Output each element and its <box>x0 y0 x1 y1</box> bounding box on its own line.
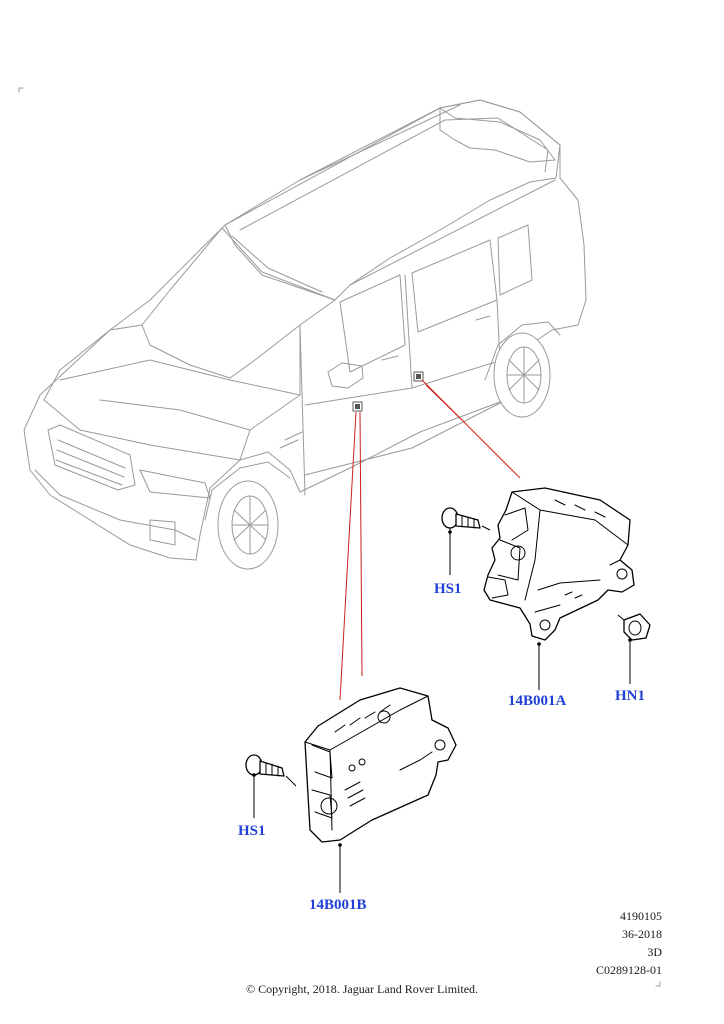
reference-view: 3D <box>647 945 662 959</box>
callout-leaders <box>252 528 632 893</box>
module-14b001b-drawing <box>304 687 457 843</box>
module-14b001a-drawing <box>483 487 635 641</box>
callout-hn1[interactable]: HN1 <box>615 688 645 704</box>
pointer-module-b-right <box>359 411 363 677</box>
reference-number: 4190105 <box>620 909 662 923</box>
reference-code: C0289128-01 <box>596 963 662 977</box>
pointer-module-b-left <box>339 411 357 701</box>
callout-14b001b[interactable]: 14B001B <box>309 897 367 913</box>
crop-mark-bottom-right <box>655 981 661 987</box>
drawing-reference: 4190105 36-2018 3D C0289128-01 <box>596 907 662 979</box>
screw-hs1-bottom-drawing <box>245 754 297 787</box>
crop-mark-top-left <box>18 87 24 93</box>
pointer-lines <box>339 379 521 701</box>
callout-hs1-bottom[interactable]: HS1 <box>238 823 266 839</box>
copyright-notice: © Copyright, 2018. Jaguar Land Rover Lim… <box>245 982 479 996</box>
nut-hn1-drawing <box>617 613 651 641</box>
screw-hs1-top-drawing <box>441 507 491 531</box>
callout-14b001a[interactable]: 14B001A <box>508 693 567 709</box>
callout-hs1-top[interactable]: HS1 <box>434 581 462 597</box>
reference-date: 36-2018 <box>622 927 662 941</box>
vehicle-outline <box>23 99 587 570</box>
pointer-module-a-2 <box>425 384 463 421</box>
